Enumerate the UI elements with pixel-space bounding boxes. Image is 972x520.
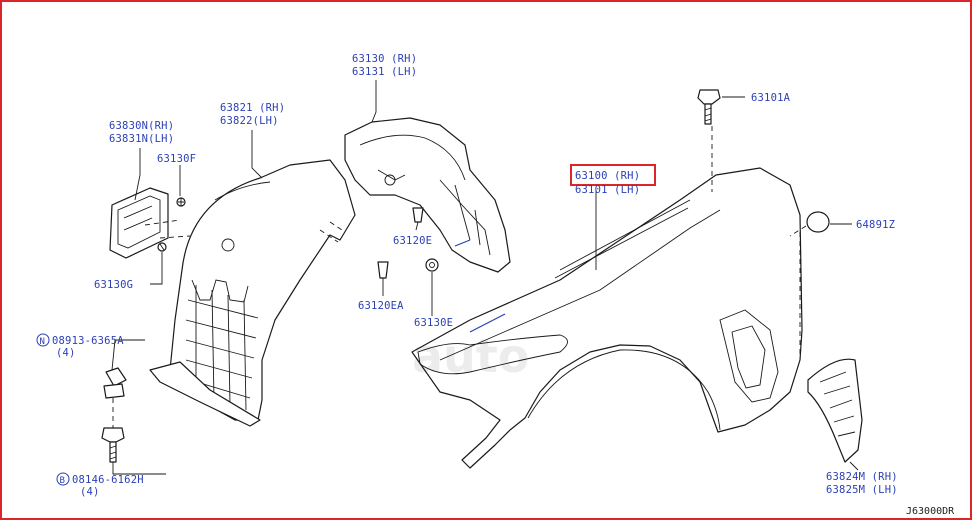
svg-text:(4): (4) — [56, 347, 76, 359]
svg-text:63821 (RH): 63821 (RH) — [220, 102, 285, 114]
callout-08913[interactable]: N 08913-6365A (4) — [36, 333, 124, 359]
svg-text:63822(LH): 63822(LH) — [220, 115, 279, 127]
callout-63120ea[interactable]: 63120EA — [358, 300, 404, 312]
front-fender-part[interactable] — [411, 167, 803, 469]
callout-63821[interactable]: 63821 (RH) 63822(LH) — [220, 102, 285, 127]
callout-63100[interactable]: 63100 (RH) 63101 (LH) — [570, 164, 656, 196]
fender-protector-part[interactable] — [807, 358, 863, 463]
callout-63130g[interactable]: 63130G — [94, 279, 133, 291]
callout-64891z[interactable]: 64891Z — [856, 219, 895, 231]
svg-text:63130 (RH): 63130 (RH) — [352, 53, 417, 65]
bolt-08146[interactable] — [101, 427, 125, 463]
clip-63120e[interactable] — [412, 207, 424, 223]
svg-text:63100 (RH): 63100 (RH) — [575, 170, 640, 182]
svg-text:63131 (LH): 63131 (LH) — [352, 66, 417, 78]
leader-lines — [111, 80, 859, 475]
svg-text:63825M (LH): 63825M (LH) — [826, 484, 898, 496]
callout-63130e[interactable]: 63130E — [414, 317, 453, 329]
svg-text:08913-6365A: 08913-6365A — [52, 335, 124, 347]
watermark: auto — [412, 329, 529, 383]
callout-63130f[interactable]: 63130F — [157, 153, 196, 165]
clip-63130f[interactable] — [176, 197, 186, 207]
clip-63130g[interactable] — [157, 242, 167, 252]
front-wheel-liner-part[interactable] — [149, 159, 356, 427]
svg-text:B: B — [60, 476, 66, 486]
callout-63824m[interactable]: 63824M (RH) 63825M (LH) — [826, 471, 898, 496]
svg-text:(4): (4) — [80, 486, 100, 498]
svg-text:08146-6162H: 08146-6162H — [72, 474, 144, 486]
diagram-code: J63000DR — [906, 506, 955, 517]
grommet-64891z[interactable] — [806, 211, 830, 233]
svg-text:63831N(LH): 63831N(LH) — [109, 133, 174, 145]
svg-text:63830N(RH): 63830N(RH) — [109, 120, 174, 132]
b-symbol-icon — [56, 472, 70, 486]
callout-63130[interactable]: 63130 (RH) 63131 (LH) — [352, 53, 417, 78]
clip-63120ea[interactable] — [377, 261, 389, 279]
svg-text:63824M (RH): 63824M (RH) — [826, 471, 898, 483]
svg-text:N: N — [40, 337, 46, 347]
callout-63830n[interactable]: 63830N(RH) 63831N(LH) — [109, 120, 174, 145]
callout-63120e[interactable]: 63120E — [393, 235, 432, 247]
nut-08913[interactable] — [103, 367, 127, 399]
splash-shield-part[interactable] — [109, 187, 169, 259]
callout-63101a[interactable]: 63101A — [751, 92, 791, 104]
svg-text:63101 (LH): 63101 (LH) — [575, 184, 640, 196]
clip-63130e[interactable] — [425, 258, 439, 272]
n-symbol-icon — [36, 333, 50, 347]
rear-liner-upper-part[interactable] — [344, 117, 511, 273]
bolt-63101a[interactable] — [697, 89, 721, 125]
callout-08146[interactable]: B 08146-6162H (4) — [56, 472, 144, 498]
